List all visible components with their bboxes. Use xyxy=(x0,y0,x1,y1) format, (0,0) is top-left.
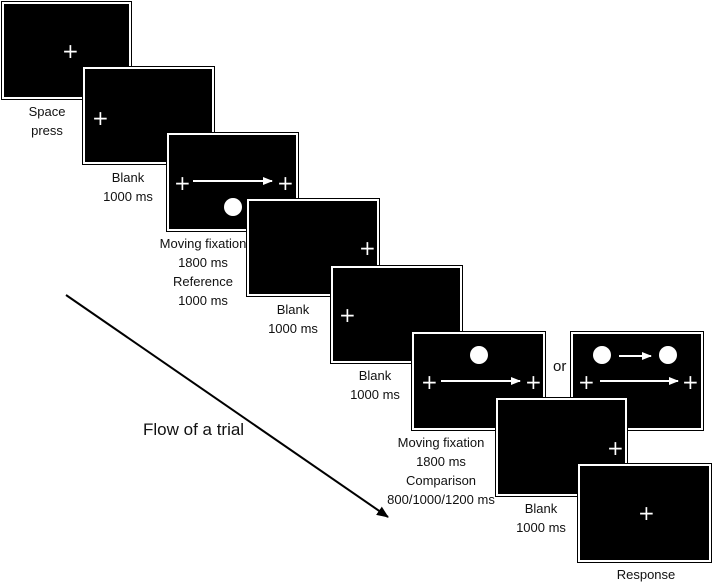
fixation-cross: + xyxy=(92,106,109,130)
reference-dot xyxy=(224,198,242,216)
caption-line: 1000 ms xyxy=(178,293,228,308)
fixation-cross: + xyxy=(62,39,79,63)
caption-blank-3: Blank 1000 ms xyxy=(345,366,405,404)
caption-line: 1000 ms xyxy=(350,387,400,402)
caption-blank-2: Blank 1000 ms xyxy=(263,300,323,338)
fixation-cross-start: + xyxy=(421,370,438,394)
caption-line: 800/1000/1200 ms xyxy=(387,492,495,507)
caption-line: Blank xyxy=(111,170,145,185)
caption-response: Response xyxy=(611,565,681,584)
caption-blank-4: Blank 1000 ms xyxy=(511,499,571,537)
caption-line: Comparison xyxy=(405,473,477,488)
screen-space-press: + xyxy=(2,2,131,99)
caption-line: 1000 ms xyxy=(103,189,153,204)
comparison-dot-end xyxy=(659,346,677,364)
fixation-cross-end: + xyxy=(525,370,542,394)
caption-line: Space xyxy=(28,104,66,119)
caption-line: Blank xyxy=(358,368,392,383)
caption-line: Moving fixation xyxy=(397,435,485,450)
fixation-cross-start: + xyxy=(578,370,595,394)
alternative-label: or xyxy=(553,358,567,375)
fixation-cross: + xyxy=(638,501,655,525)
fixation-cross: + xyxy=(359,236,376,260)
caption-line: Reference xyxy=(173,274,233,289)
comparison-dot xyxy=(470,346,488,364)
fixation-cross-start: + xyxy=(174,171,191,195)
caption-reference: Moving fixation 1800 ms Reference 1000 m… xyxy=(153,234,253,310)
screen-response: + xyxy=(578,464,711,562)
caption-line: 1800 ms xyxy=(416,454,466,469)
caption-blank-1: Blank 1000 ms xyxy=(98,168,158,206)
comparison-dot-start xyxy=(593,346,611,364)
caption-space-press: Space press xyxy=(22,102,72,140)
caption-line: 1000 ms xyxy=(268,321,318,336)
caption-line: Moving fixation xyxy=(159,236,247,251)
caption-line: 1000 ms xyxy=(516,520,566,535)
caption-comparison: Moving fixation 1800 ms Comparison 800/1… xyxy=(383,433,499,509)
flow-label: Flow of a trial xyxy=(143,420,245,439)
caption-line: Response xyxy=(616,567,676,582)
caption-line: press xyxy=(31,123,63,138)
fixation-cross-end: + xyxy=(277,171,294,195)
fixation-cross-end: + xyxy=(682,370,699,394)
flow-arrow xyxy=(65,294,389,518)
fixation-cross: + xyxy=(607,436,624,460)
fixation-cross: + xyxy=(339,303,356,327)
caption-line: Blank xyxy=(524,501,558,516)
caption-line: Blank xyxy=(276,302,310,317)
caption-line: 1800 ms xyxy=(178,255,228,270)
